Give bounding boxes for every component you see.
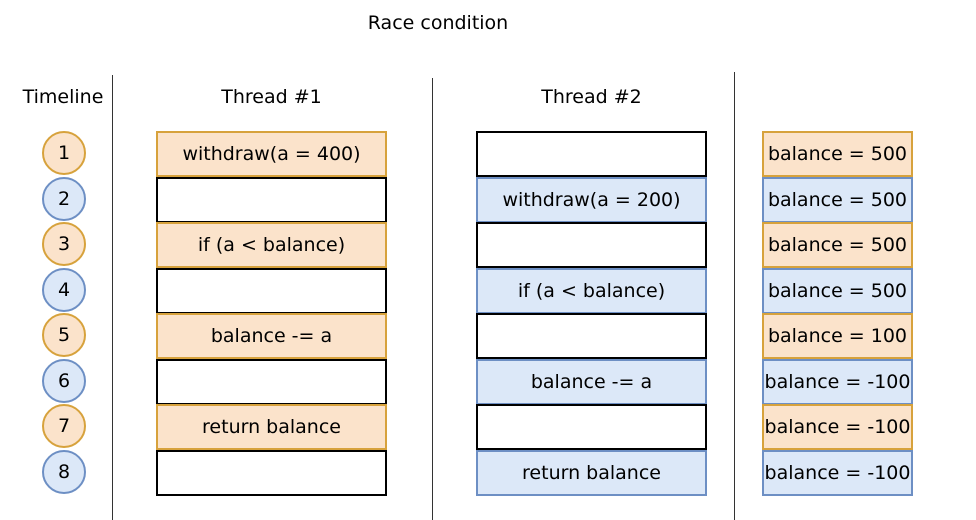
balance-cell: balance = 500 [762,131,913,177]
balance-cell: balance = -100 [762,404,913,450]
balance-cell: balance = -100 [762,450,913,496]
diagram-title: Race condition [367,12,509,34]
thread1-step: if (a < balance) [156,222,387,268]
divider-balance [734,72,735,520]
balance-cell: balance = 500 [762,222,913,268]
balance-cell: balance = -100 [762,359,913,405]
thread1-header: Thread #1 [221,86,322,108]
balance-cell: balance = 500 [762,268,913,314]
thread1-empty-cell [156,359,387,405]
timeline-step-7: 7 [42,404,86,448]
thread1-step: return balance [156,404,387,450]
divider-threads [432,78,433,520]
timeline-step-2: 2 [42,177,86,221]
thread2-step: return balance [476,450,707,496]
thread1-empty-cell [156,450,387,496]
timeline-step-8: 8 [42,450,86,494]
thread2-empty-cell [476,404,707,450]
thread1-empty-cell [156,268,387,314]
divider-timeline [112,75,113,520]
timeline-header: Timeline [22,86,104,108]
timeline-step-4: 4 [42,268,86,312]
timeline-step-5: 5 [42,313,86,357]
thread2-header: Thread #2 [541,86,642,108]
thread1-step: balance -= a [156,313,387,359]
balance-cell: balance = 500 [762,177,913,223]
timeline-step-6: 6 [42,359,86,403]
thread1-empty-cell [156,177,387,223]
thread2-empty-cell [476,222,707,268]
thread2-empty-cell [476,131,707,177]
thread1-step: withdraw(a = 400) [156,131,387,177]
timeline-step-3: 3 [42,222,86,266]
thread2-step: balance -= a [476,359,707,405]
thread2-step: if (a < balance) [476,268,707,314]
balance-cell: balance = 100 [762,313,913,359]
thread2-step: withdraw(a = 200) [476,177,707,223]
timeline-step-1: 1 [42,131,86,175]
thread2-empty-cell [476,313,707,359]
